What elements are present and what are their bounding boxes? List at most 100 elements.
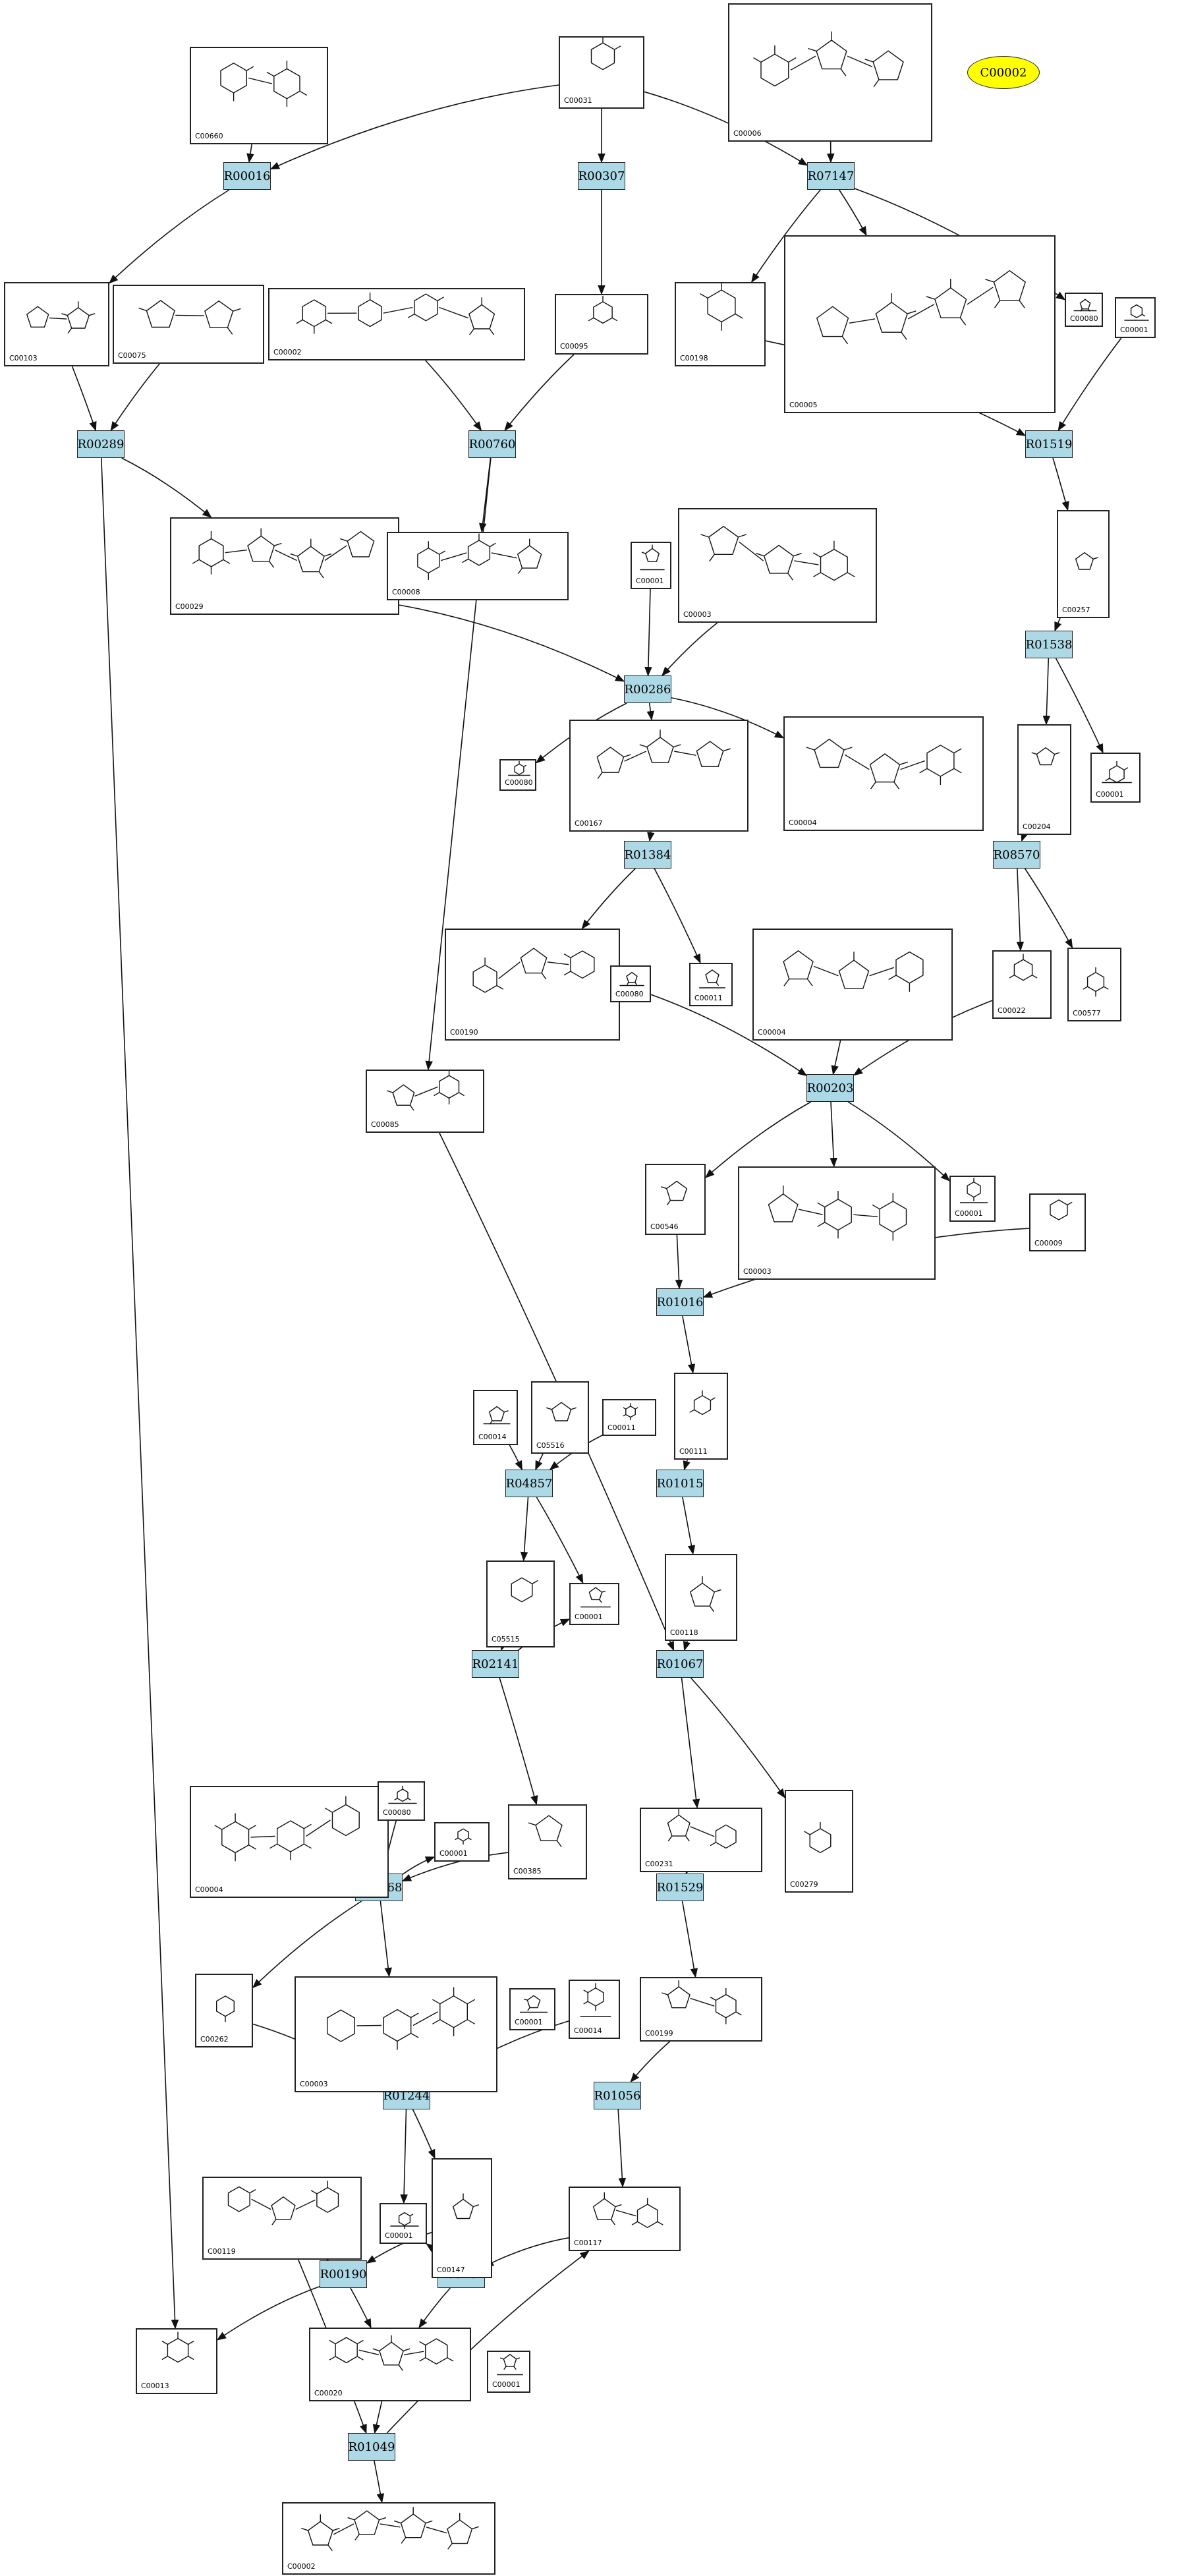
compound-node-c00001[interactable]: C00001	[949, 1176, 996, 1222]
compound-id-label: C00147	[437, 2266, 465, 2274]
reaction-node-r02141[interactable]: R02141	[472, 1650, 519, 1678]
compound-node-c00029[interactable]: C00029	[170, 517, 399, 615]
compound-node-c00279[interactable]: C00279	[785, 1790, 853, 1893]
compound-node-c00014[interactable]: C00014	[569, 1980, 620, 2039]
reaction-node-r04857[interactable]: R04857	[505, 1470, 553, 1497]
reaction-node-r01529[interactable]: R01529	[656, 1874, 704, 1901]
compound-node-c00147[interactable]: C00147	[432, 2158, 492, 2278]
edge-c00204-r08570	[1021, 831, 1029, 842]
compound-node-c00003[interactable]: C00003	[295, 1976, 497, 2092]
compound-node-c05515[interactable]: C05515	[486, 1560, 555, 1647]
compound-id-label: C00001	[492, 2380, 521, 2389]
reaction-node-r00289[interactable]: R00289	[77, 430, 125, 458]
compound-node-c00075[interactable]: C00075	[113, 285, 264, 364]
reaction-node-r01519[interactable]: R01519	[1025, 430, 1073, 458]
compound-node-c00005[interactable]: C00005	[784, 235, 1056, 413]
reaction-node-r00760[interactable]: R00760	[468, 430, 516, 458]
compound-node-c00660[interactable]: C00660	[190, 47, 328, 144]
reaction-node-r00190[interactable]: R00190	[320, 2260, 367, 2288]
compound-node-c00011[interactable]: C00011	[689, 963, 733, 1006]
compound-node-c00001[interactable]: C00001	[1090, 753, 1141, 803]
compound-node-c00004[interactable]: C00004	[190, 1786, 389, 1898]
compound-node-c00001[interactable]: C00001	[569, 1583, 619, 1625]
compound-node-c00199[interactable]: C00199	[640, 1977, 762, 2042]
compound-node-c00190[interactable]: C00190	[445, 929, 620, 1041]
edge-c00075-r00289	[110, 363, 160, 432]
compound-node-c00546[interactable]: C00546	[645, 1164, 706, 1235]
compound-node-c00080[interactable]: C00080	[499, 759, 536, 791]
compound-id-label: C00001	[385, 2231, 413, 2240]
reaction-node-r07147[interactable]: R07147	[807, 162, 855, 190]
compound-node-c00008[interactable]: C00008	[387, 532, 569, 600]
reaction-node-r01049[interactable]: R01049	[348, 2433, 395, 2461]
compound-node-c05516[interactable]: C05516	[531, 1381, 589, 1454]
compound-node-c00011[interactable]: C00011	[602, 1399, 656, 1436]
compound-node-c00118[interactable]: C00118	[665, 1554, 737, 1641]
edge-r01384-c00190	[581, 868, 636, 930]
compound-node-c00001[interactable]: C00001	[487, 2351, 530, 2393]
compound-node-c00111[interactable]: C00111	[674, 1373, 728, 1460]
compound-node-c00080[interactable]: C00080	[610, 965, 651, 1002]
compound-node-c00003[interactable]: C00003	[738, 1166, 936, 1280]
compound-node-c00231[interactable]: C00231	[640, 1808, 762, 1872]
reaction-node-r01538[interactable]: R01538	[1025, 631, 1073, 658]
structure-drawing	[662, 1980, 742, 2024]
compound-node-c00020[interactable]: C00020	[309, 2328, 471, 2401]
compound-node-c00257[interactable]: C00257	[1057, 510, 1110, 618]
compound-node-c00577[interactable]: C00577	[1067, 948, 1121, 1021]
reaction-node-r01384[interactable]: R01384	[624, 841, 671, 869]
reaction-node-r00203[interactable]: R00203	[806, 1074, 854, 1102]
compound-node-c00013[interactable]: C00013	[136, 2328, 217, 2394]
compound-node-c00085[interactable]: C00085	[366, 1070, 484, 1133]
compound-node-c00001[interactable]: C00001	[380, 2203, 427, 2244]
compound-node-c00204[interactable]: C00204	[1017, 724, 1071, 835]
compound-id-label: C00001	[1120, 326, 1148, 334]
compound-id-label: C00577	[1073, 1009, 1101, 1017]
compound-node-c00009[interactable]: C00009	[1029, 1193, 1086, 1251]
edge-r00190-c00020	[350, 2287, 372, 2329]
compound-id-label: C00190	[450, 1028, 478, 1037]
compound-node-c00006[interactable]: C00006	[728, 3, 932, 142]
reaction-node-r01016[interactable]: R01016	[656, 1288, 704, 1316]
edge-c00031-r00016	[269, 84, 559, 170]
compound-id-label: C00029	[175, 602, 204, 611]
compound-node-c00080[interactable]: C00080	[1065, 293, 1103, 327]
highlight-compound-node[interactable]: C00002	[967, 56, 1040, 89]
reaction-node-r01056[interactable]: R01056	[594, 2082, 641, 2109]
compound-node-c00001[interactable]: C00001	[631, 542, 671, 589]
compound-node-c00080[interactable]: C00080	[378, 1781, 425, 1821]
edge-r01016-c00111	[682, 1315, 696, 1374]
compound-node-c00095[interactable]: C00095	[555, 294, 648, 355]
edge-c00020-r01049	[372, 2401, 383, 2434]
reaction-node-r08570[interactable]: R08570	[993, 841, 1040, 869]
compound-id-label: C00111	[679, 1447, 708, 1456]
reaction-node-r00016[interactable]: R00016	[223, 162, 271, 190]
reaction-node-r01015[interactable]: R01015	[656, 1470, 704, 1497]
compound-node-c00385[interactable]: C00385	[508, 1804, 587, 1879]
compound-node-c00002[interactable]: C00002	[282, 2502, 495, 2575]
compound-node-c00003[interactable]: C00003	[678, 508, 877, 623]
reaction-node-r00286[interactable]: R00286	[624, 675, 671, 703]
compound-node-c00002[interactable]: C00002	[268, 288, 525, 360]
compound-node-c00004[interactable]: C00004	[752, 929, 953, 1041]
compound-node-c00167[interactable]: C00167	[569, 720, 748, 832]
compound-node-c00198[interactable]: C00198	[675, 282, 766, 366]
compound-node-c00119[interactable]: C00119	[202, 2177, 362, 2260]
reaction-node-r01067[interactable]: R01067	[656, 1650, 704, 1678]
edge-c00103-r00289	[71, 366, 97, 432]
compound-node-c00103[interactable]: C00103	[4, 282, 109, 366]
compound-node-c00262[interactable]: C00262	[195, 1974, 253, 2047]
edge-r02141-c00385	[499, 1677, 538, 1806]
compound-node-c00001[interactable]: C00001	[509, 1988, 555, 2030]
structure-drawing	[806, 738, 962, 789]
compound-node-c00004[interactable]: C00004	[783, 716, 984, 831]
compound-node-c00031[interactable]: C00031	[559, 36, 644, 109]
compound-node-c00022[interactable]: C00022	[992, 950, 1052, 1019]
compound-node-c00001[interactable]: C00001	[1115, 297, 1156, 338]
compound-id-label: C00031	[564, 96, 592, 105]
compound-node-c00001[interactable]: C00001	[434, 1822, 490, 1862]
reaction-label: R00190	[320, 2267, 367, 2281]
compound-node-c00014[interactable]: C00014	[473, 1390, 518, 1445]
reaction-node-r00307[interactable]: R00307	[578, 162, 625, 190]
compound-node-c00117[interactable]: C00117	[569, 2187, 681, 2251]
